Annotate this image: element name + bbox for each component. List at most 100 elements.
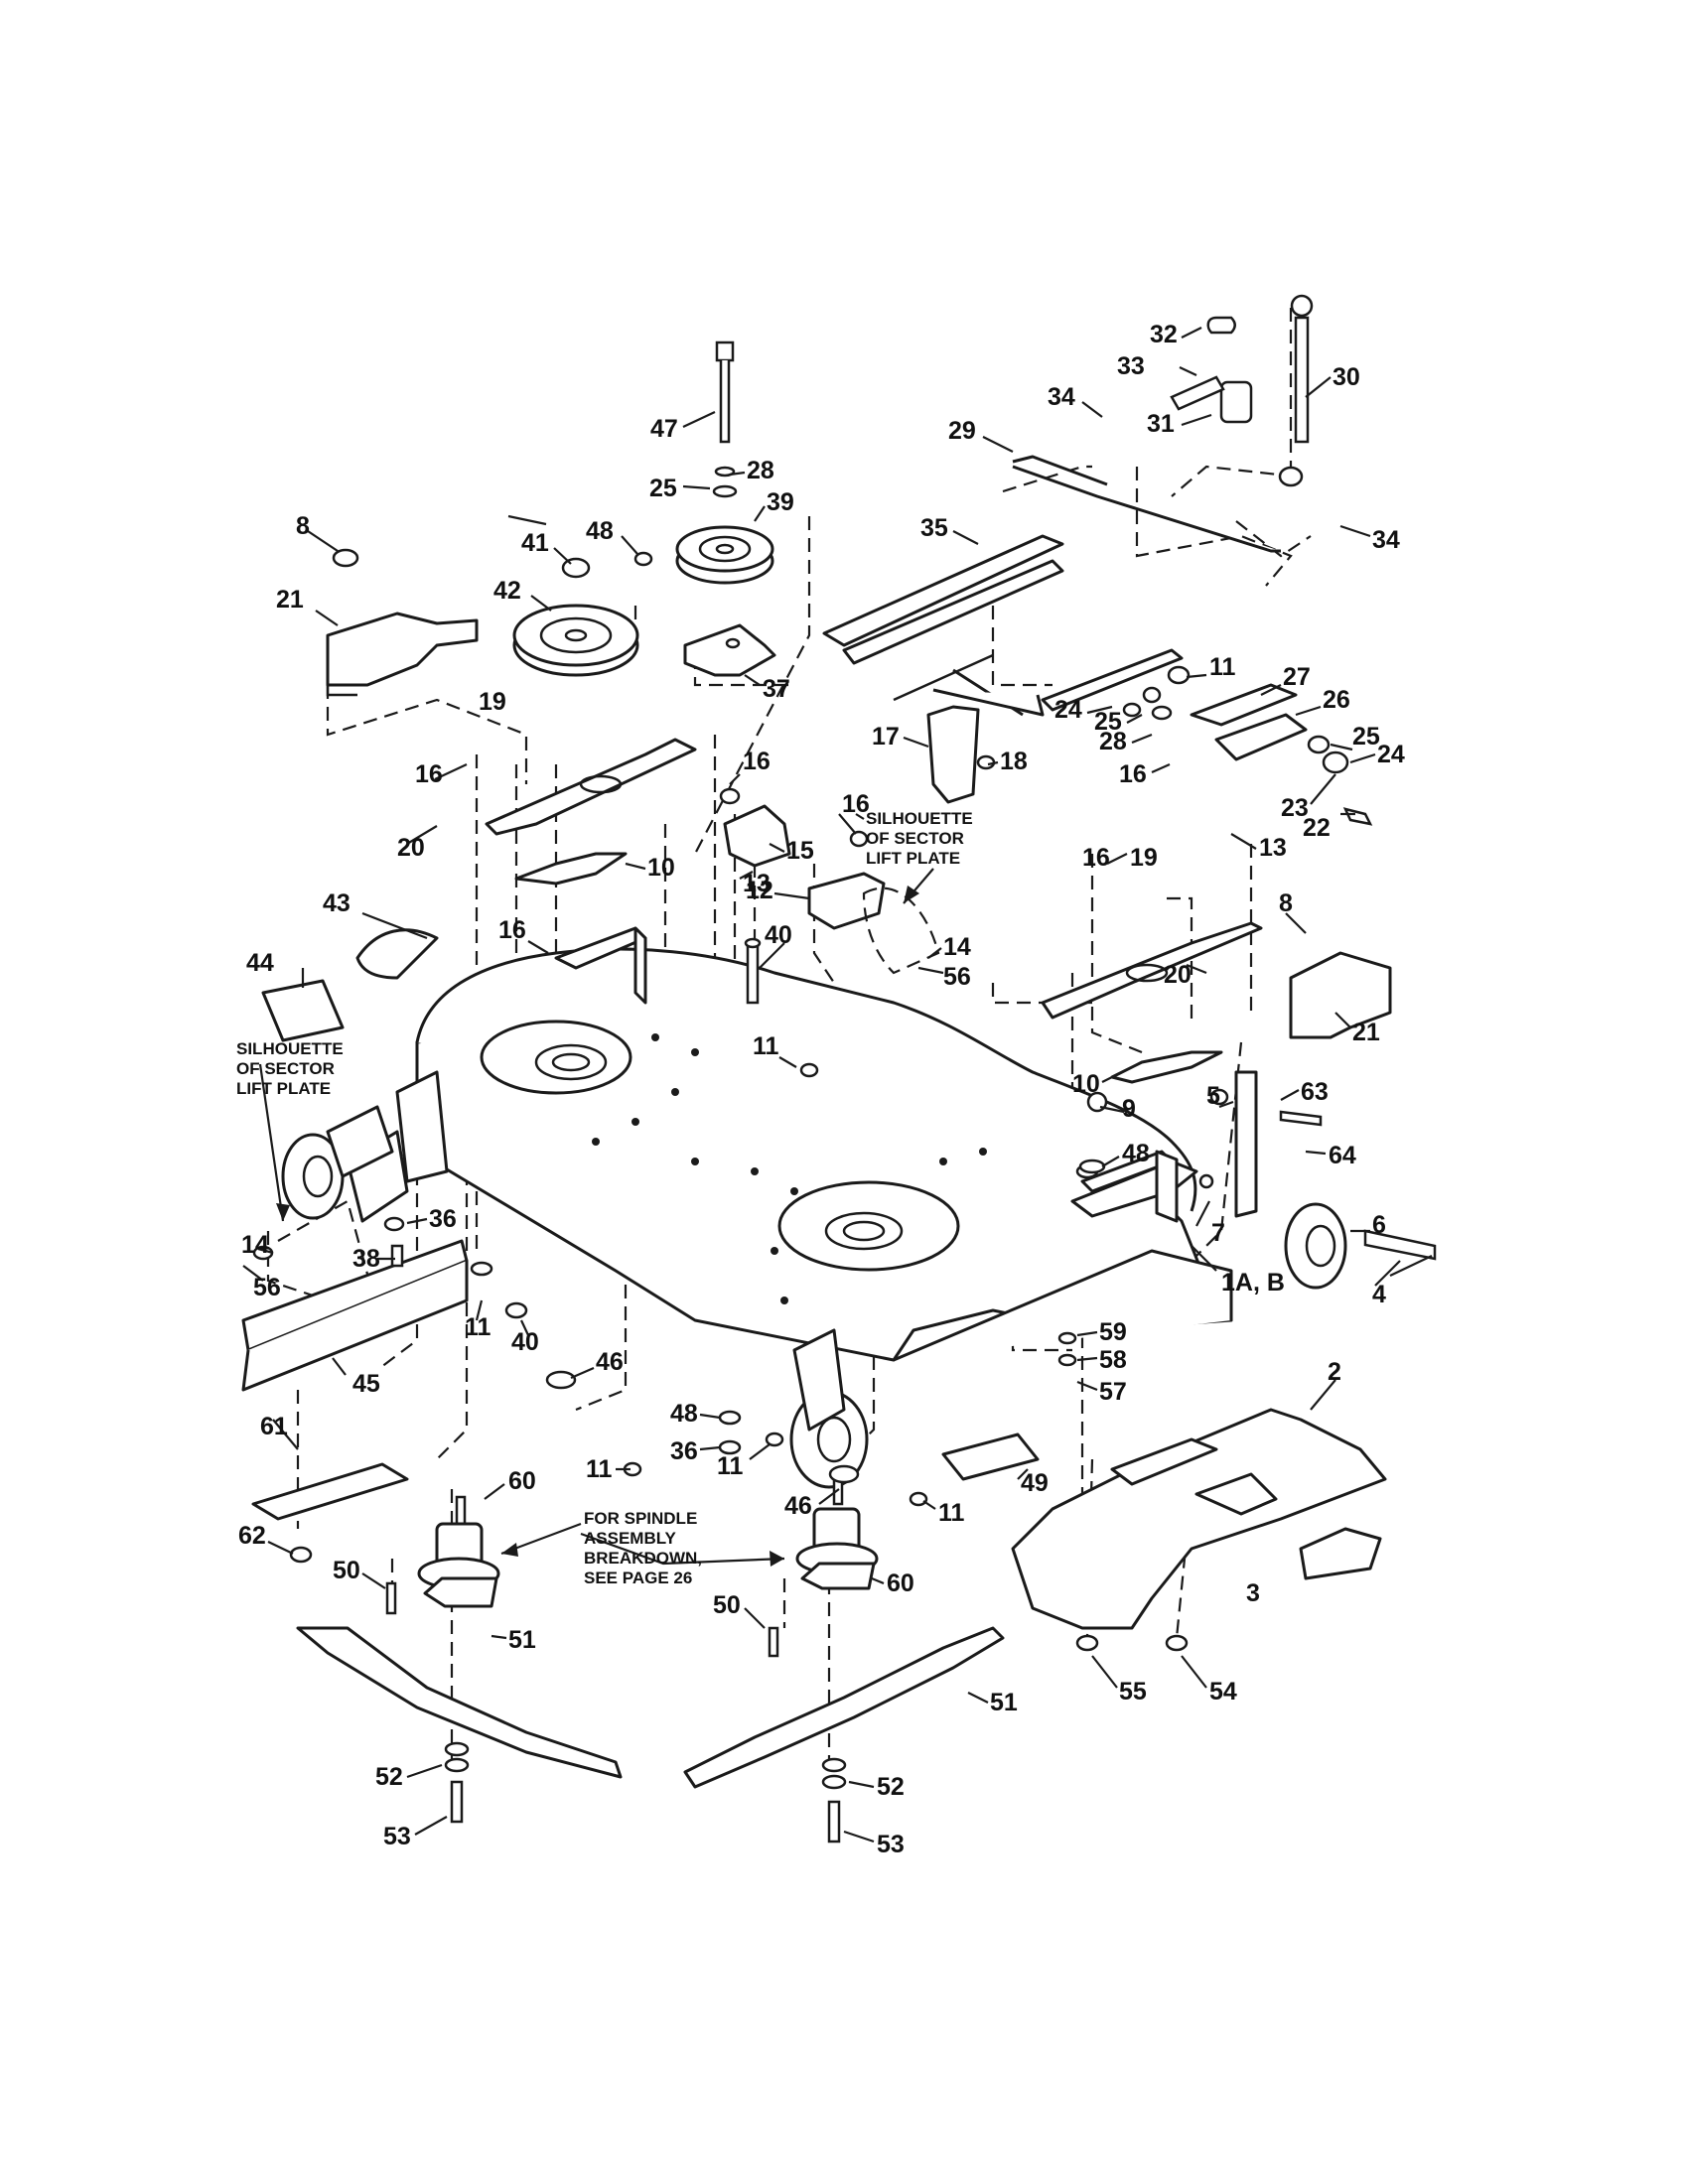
callout-23: 23 (1281, 794, 1309, 822)
callout-11: 11 (753, 1032, 779, 1060)
callout-20: 20 (1164, 961, 1192, 989)
callout-numbers: 8 21 41 48 42 47 25 28 39 37 32 33 31 30… (238, 321, 1405, 1858)
callout-38: 38 (352, 1245, 380, 1273)
blade-hardware (289, 1546, 1189, 1843)
note-line: SEE PAGE 26 (584, 1569, 692, 1587)
note-line: OF SECTOR (866, 829, 964, 848)
callout-5: 5 (1206, 1082, 1220, 1110)
note-line: ASSEMBLY (584, 1529, 677, 1548)
callout-43: 43 (323, 889, 351, 917)
callout-42: 42 (493, 577, 521, 605)
pulley-39 (675, 525, 774, 585)
idler-bracket-37 (683, 623, 776, 677)
callout-10: 10 (647, 854, 675, 882)
callout-37: 37 (763, 675, 790, 703)
decal-49 (941, 1433, 1040, 1481)
note-line: BREAKDOWN, (584, 1549, 702, 1568)
callout-11: 11 (938, 1499, 965, 1527)
gauge-wheel-right (1284, 1202, 1347, 1290)
callout-39: 39 (767, 488, 794, 516)
callout-61: 61 (260, 1413, 288, 1440)
callout-60: 60 (887, 1570, 914, 1597)
mower-deck-housing (415, 947, 1233, 1362)
baffle-plate-45 (241, 1239, 469, 1392)
lift-bracket-10-left (514, 852, 628, 886)
callout-29: 29 (948, 417, 976, 445)
discharge-chute-2-3 (1011, 1408, 1387, 1630)
axle-bar-63 (1234, 1070, 1437, 1261)
callout-57: 57 (1099, 1378, 1127, 1406)
callout-16: 16 (1119, 760, 1147, 788)
callout-15: 15 (786, 837, 814, 865)
note-line: FOR SPINDLE (584, 1509, 697, 1528)
handle-parts-30-33 (1170, 294, 1314, 487)
note-line: OF SECTOR (236, 1059, 335, 1078)
callout-34: 34 (1372, 526, 1400, 554)
callout-60: 60 (508, 1467, 536, 1495)
callout-21: 21 (1352, 1019, 1380, 1046)
callout-14: 14 (241, 1231, 269, 1259)
callout-50: 50 (713, 1591, 741, 1619)
callout-13: 13 (743, 870, 771, 897)
plate-61 (251, 1462, 409, 1521)
note-line: SILHOUETTE (866, 809, 973, 828)
callout-14: 14 (943, 933, 971, 961)
lift-link-20-right (1041, 921, 1263, 1020)
callout-27: 27 (1283, 663, 1311, 691)
callout-40: 40 (511, 1328, 539, 1356)
callout-13: 13 (1259, 834, 1287, 862)
callout-8: 8 (1279, 889, 1293, 917)
callout-36: 36 (429, 1205, 457, 1233)
callout-41: 41 (521, 529, 549, 557)
callout-25: 25 (1352, 723, 1380, 751)
decal-44 (261, 979, 345, 1042)
callout-25: 25 (1094, 708, 1122, 736)
callout-35: 35 (920, 514, 948, 542)
front-hanger-35 (822, 534, 1184, 717)
callout-30: 30 (1333, 363, 1360, 391)
note-silhouette-top: SILHOUETTE OF SECTOR LIFT PLATE (866, 809, 973, 868)
bolt-47 (712, 341, 738, 498)
callout-28: 28 (747, 457, 774, 484)
callout-53: 53 (877, 1831, 905, 1858)
callout-53: 53 (383, 1823, 411, 1850)
shield-43 (355, 928, 439, 980)
blade-51-right (683, 1626, 1005, 1789)
callout-56: 56 (943, 963, 971, 991)
callout-26: 26 (1323, 686, 1350, 714)
pin-40 (744, 937, 762, 1005)
callout-46: 46 (596, 1348, 624, 1376)
gauge-wheel-center (789, 1328, 869, 1489)
sector-plate-12 (807, 830, 940, 975)
callout-33: 33 (1117, 352, 1145, 380)
callout-6: 6 (1372, 1211, 1386, 1239)
callout-11: 11 (1209, 653, 1236, 681)
callout-58: 58 (1099, 1346, 1127, 1374)
callout-52: 52 (877, 1773, 905, 1801)
bracket-21-left (326, 612, 479, 697)
callout-19: 19 (479, 688, 506, 716)
lift-bracket-10-right (1110, 1050, 1223, 1084)
callout-28: 28 (1099, 728, 1127, 755)
callout-47: 47 (650, 415, 678, 443)
callout-10: 10 (1072, 1070, 1100, 1098)
callout-51: 51 (508, 1626, 536, 1654)
callout-48: 48 (1122, 1140, 1150, 1167)
pulley-42 (512, 604, 639, 677)
callout-16: 16 (842, 790, 870, 818)
callout-48: 48 (586, 517, 614, 545)
callout-11: 11 (586, 1455, 613, 1483)
callout-51: 51 (990, 1689, 1018, 1716)
callout-44: 44 (246, 949, 274, 977)
callout-24: 24 (1377, 741, 1405, 768)
callout-24: 24 (1054, 696, 1082, 724)
note-line: LIFT PLATE (866, 849, 960, 868)
callout-7: 7 (1211, 1219, 1225, 1247)
bracket-rear-center (554, 926, 647, 1005)
callout-3: 3 (1246, 1579, 1260, 1607)
callout-48: 48 (670, 1400, 698, 1428)
callout-1ab: 1A, B (1221, 1269, 1285, 1297)
callout-32: 32 (1150, 321, 1178, 348)
bracket-21-right (1289, 951, 1392, 1039)
